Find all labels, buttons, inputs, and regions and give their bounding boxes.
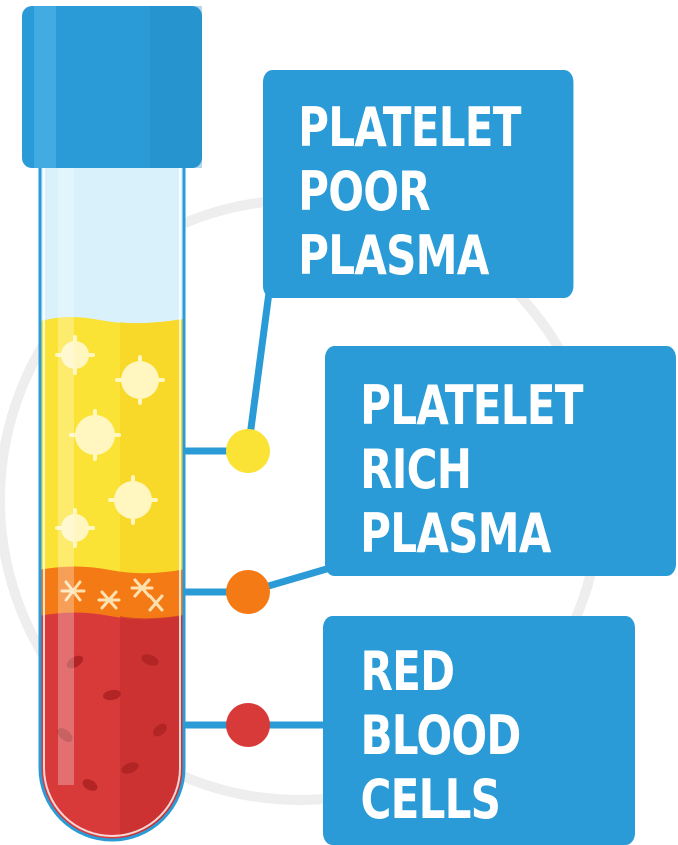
label-line: CELLS	[360, 768, 635, 832]
label-line: BLOOD	[360, 704, 635, 768]
label-line: PLATELET	[298, 96, 573, 160]
connector-ppp-rise	[248, 285, 270, 451]
label-line: RED	[360, 640, 635, 704]
marker-platelet-rich-plasma	[226, 570, 270, 614]
label-platelet-poor-plasma: PLATELET POOR PLASMA	[263, 70, 573, 298]
label-line: PLATELET	[360, 374, 676, 438]
label-platelet-rich-plasma: PLATELET RICH PLASMA	[325, 346, 676, 576]
glass-highlight	[58, 165, 74, 785]
label-red-blood-cells: RED BLOOD CELLS	[323, 616, 635, 845]
tube-cap	[22, 6, 202, 168]
label-line: POOR	[298, 160, 573, 224]
marker-platelet-poor-plasma	[226, 429, 270, 473]
label-line: PLASMA	[298, 224, 573, 288]
plasma-poor-layer	[30, 160, 200, 330]
marker-red-blood-cells	[226, 703, 270, 747]
label-line: RICH	[360, 438, 676, 502]
tube-contents	[30, 160, 200, 845]
label-line: PLASMA	[360, 502, 676, 566]
connector-lines	[185, 285, 330, 725]
